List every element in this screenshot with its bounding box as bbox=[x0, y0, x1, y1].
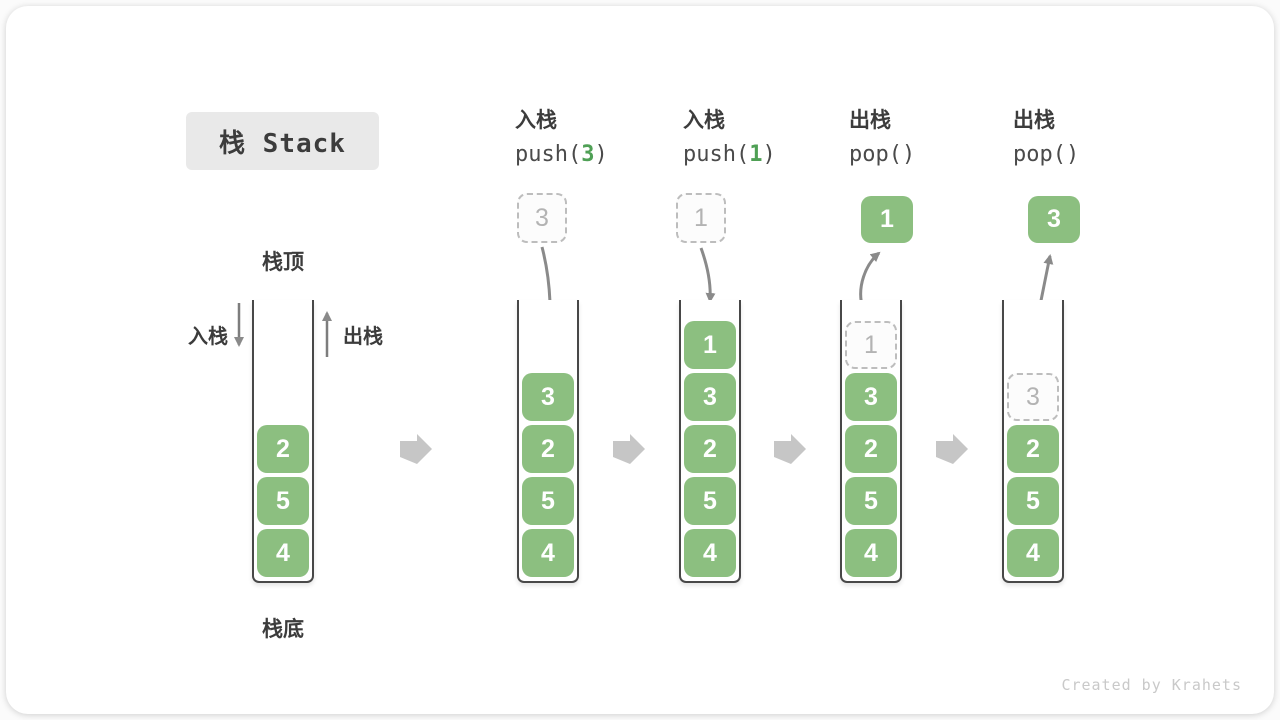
operation-name: 入栈 bbox=[683, 109, 725, 132]
watermark: Created by Krahets bbox=[1061, 676, 1242, 694]
pushed-item-preview: 3 bbox=[517, 193, 567, 243]
stack-bottom-label: 栈底 bbox=[262, 618, 304, 641]
operation-name: 入栈 bbox=[515, 109, 557, 132]
push-curve-arrow bbox=[699, 247, 716, 303]
stack-item: 5 bbox=[845, 477, 897, 525]
step-arrow-icon bbox=[613, 434, 645, 464]
stack-item: 4 bbox=[845, 529, 897, 577]
push-arg: 1 bbox=[749, 142, 763, 167]
pop-direction-label: 出栈 bbox=[343, 326, 383, 348]
stack-item: 4 bbox=[257, 529, 309, 577]
operation-label-pop-1: 出栈 pop() bbox=[849, 106, 1009, 171]
popped-item: 3 bbox=[1028, 196, 1080, 243]
stack-item: 5 bbox=[1007, 477, 1059, 525]
stack-item: 3 bbox=[845, 373, 897, 421]
step-arrow-icon bbox=[774, 434, 806, 464]
stack-item: 5 bbox=[257, 477, 309, 525]
operation-name: 出栈 bbox=[849, 109, 891, 132]
operation-name: 出栈 bbox=[1013, 109, 1055, 132]
stack-item: 4 bbox=[522, 529, 574, 577]
operation-label-push-3: 入栈 push(3) bbox=[515, 106, 675, 171]
stack-item: 3 bbox=[522, 373, 574, 421]
stack-item: 2 bbox=[845, 425, 897, 473]
stack-item: 5 bbox=[522, 477, 574, 525]
push-arg: 3 bbox=[581, 142, 595, 167]
stack-item-ghost: 3 bbox=[1007, 373, 1059, 421]
step-arrow-icon bbox=[936, 434, 968, 464]
stack-item: 1 bbox=[684, 321, 736, 369]
popped-item: 1 bbox=[861, 196, 913, 243]
step-arrow-icon bbox=[400, 434, 432, 464]
stack-item: 4 bbox=[684, 529, 736, 577]
stack-item: 4 bbox=[1007, 529, 1059, 577]
operation-code: push(3) bbox=[515, 142, 608, 167]
stack-item: 2 bbox=[257, 425, 309, 473]
operation-code: pop() bbox=[849, 142, 916, 167]
operation-code: push(1) bbox=[683, 142, 776, 167]
title-badge: 栈 Stack bbox=[186, 112, 379, 170]
stack-item: 2 bbox=[522, 425, 574, 473]
operation-code: pop() bbox=[1013, 142, 1080, 167]
operation-label-pop-3: 出栈 pop() bbox=[1013, 106, 1173, 171]
stack-top-label: 栈顶 bbox=[262, 251, 304, 274]
push-direction-label: 入栈 bbox=[188, 326, 228, 348]
stack-item: 3 bbox=[684, 373, 736, 421]
pushed-item-preview: 1 bbox=[676, 193, 726, 243]
stack-item: 2 bbox=[1007, 425, 1059, 473]
stack-item: 2 bbox=[684, 425, 736, 473]
operation-label-push-1: 入栈 push(1) bbox=[683, 106, 843, 171]
stack-item-ghost: 1 bbox=[845, 321, 897, 369]
stack-item: 5 bbox=[684, 477, 736, 525]
diagram-card: 栈 Stack 入栈 push(3) 入栈 push(1) 出栈 pop() 出… bbox=[6, 6, 1274, 714]
